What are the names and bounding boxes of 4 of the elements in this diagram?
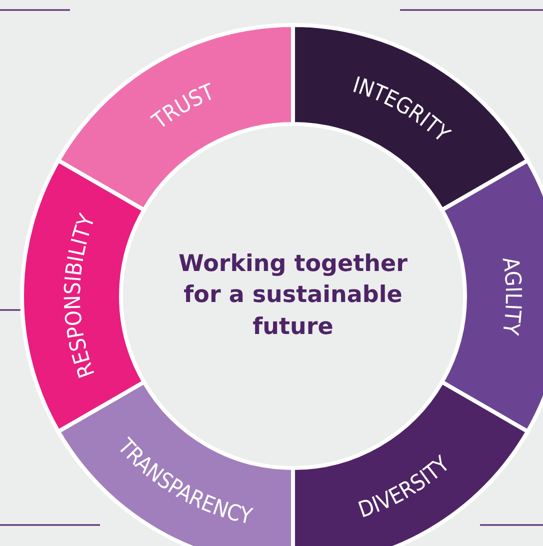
ring-segment xyxy=(56,380,295,546)
ring-segment xyxy=(440,158,543,434)
center-text: Working together for a sustainable future xyxy=(178,250,408,342)
ring-segment xyxy=(20,158,146,434)
